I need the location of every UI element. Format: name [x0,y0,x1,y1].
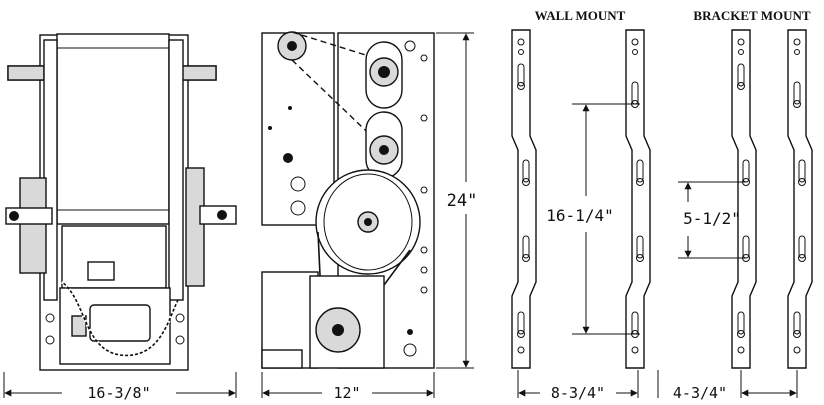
height-dimension [436,32,474,369]
wall-mount-bracket-right [625,29,651,369]
motor-housing [56,33,170,225]
wall-mount-title: WALL MOUNT [535,8,626,23]
bracket-mount-title: BRACKET MOUNT [693,8,810,23]
side-depth-label: 12" [333,384,360,402]
side-view [261,31,435,369]
wall-mount-bracket-left [511,29,537,369]
bracket-mount-bracket-left [731,29,757,369]
bracket-spacing-dimension [678,181,746,259]
bracket-width-dimension [657,370,798,398]
wall-spacing-dimension [572,103,640,335]
side-depth-dimension [261,372,435,398]
wall-spacing-label: 16-1/4" [546,206,613,225]
wall-width-label: 8-3/4" [551,384,605,402]
height-label: 24" [447,191,478,211]
front-view [5,33,237,371]
front-width-label: 16-3/8" [87,384,150,402]
front-width-dimension [3,372,237,398]
wall-width-dimension [517,370,639,398]
bracket-width-label: 4-3/4" [673,384,727,402]
bracket-mount-bracket-right [787,29,813,369]
bracket-spacing-label: 5-1/2" [683,209,741,228]
